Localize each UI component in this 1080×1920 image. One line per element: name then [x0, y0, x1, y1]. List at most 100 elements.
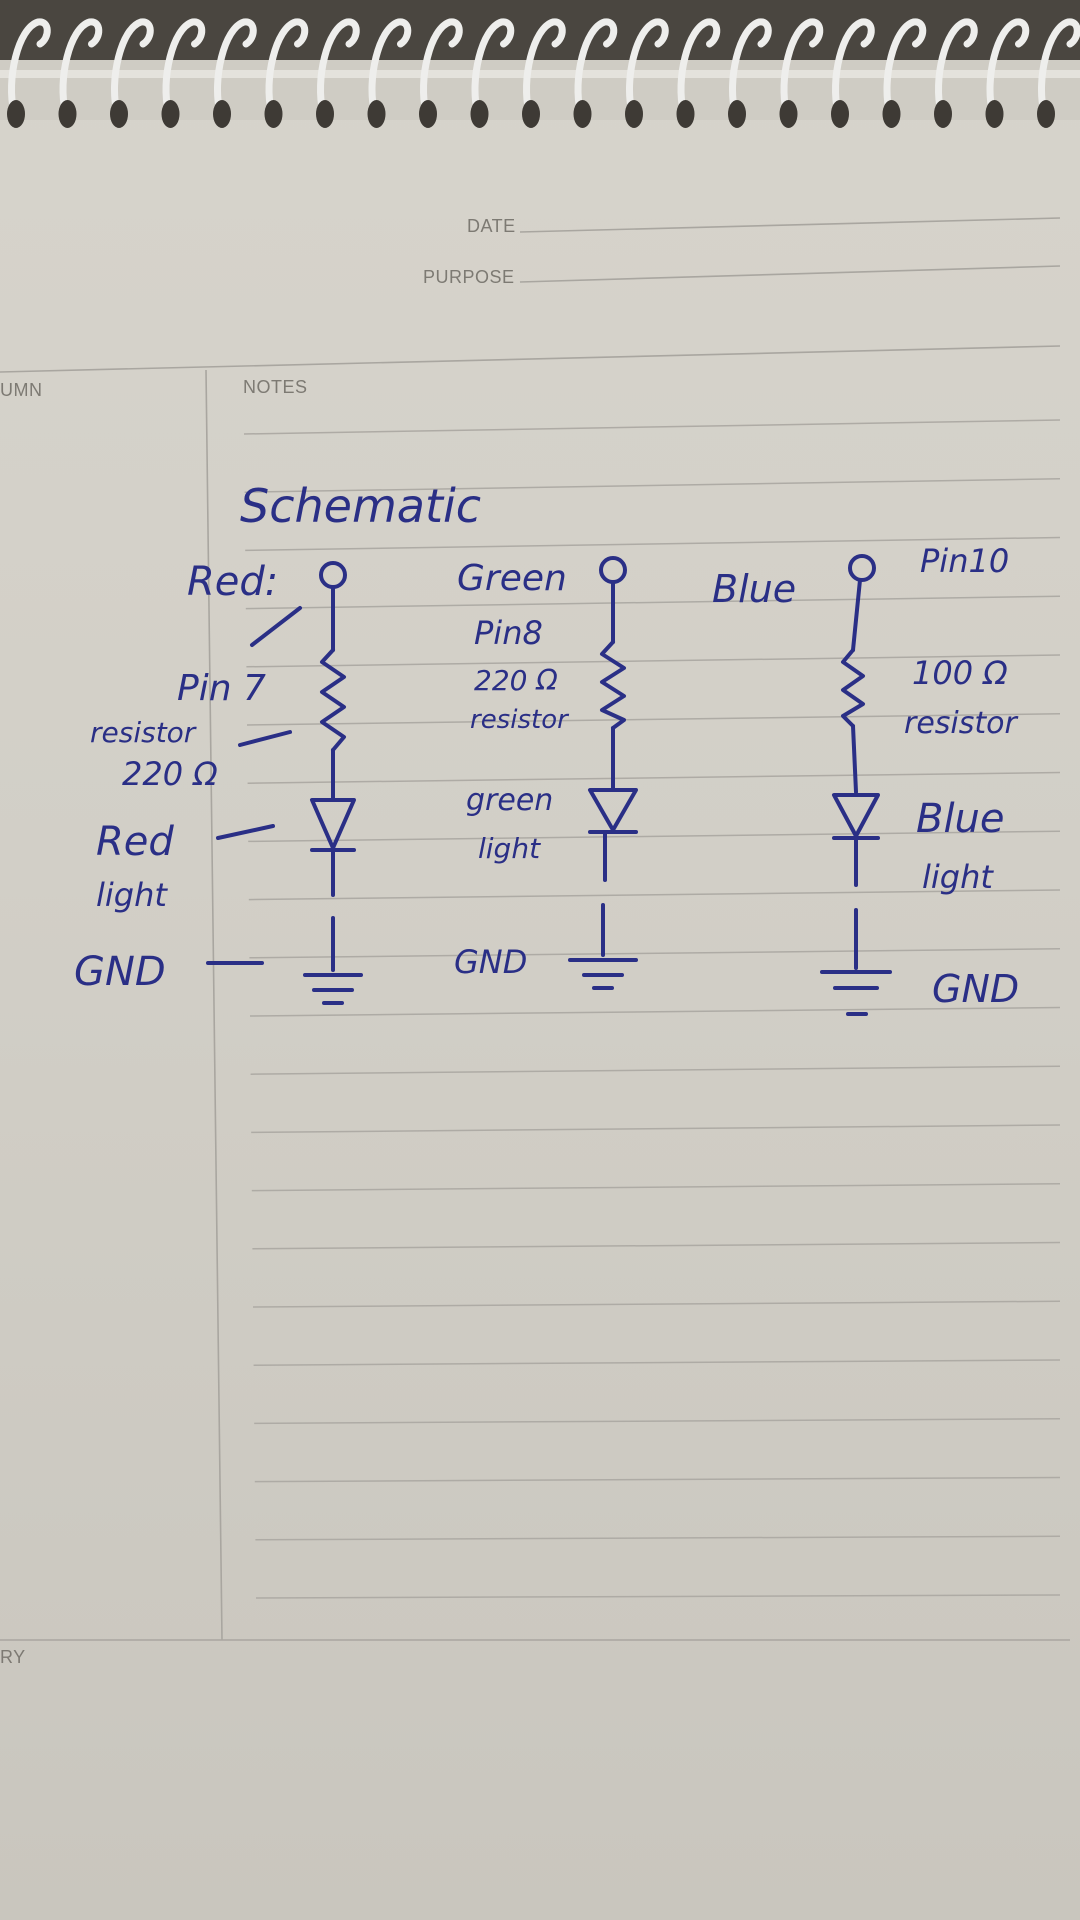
spiral-coil [420, 18, 463, 116]
spiral-coil [883, 18, 927, 116]
spiral-binding-icon [7, 18, 1080, 128]
notes-ruled-line [245, 595, 1061, 610]
blue-resistor-value: 100 Ω [912, 654, 1008, 692]
green-color-label: Green [457, 558, 567, 599]
spiral-coil [265, 18, 309, 116]
blue-led-label-1: Blue [916, 796, 1005, 842]
blue-color-label: Blue [712, 567, 796, 611]
blue-pin-label: Pin10 [920, 542, 1009, 580]
notes-ruled-line [244, 478, 1061, 493]
notes-ruled-line [248, 830, 1061, 843]
spiral-coil [8, 18, 51, 116]
blue-led-label-2: light [922, 858, 994, 896]
notes-ruled-line [249, 948, 1061, 959]
open-terminal-circle-icon [848, 554, 876, 582]
spiral-coil [574, 18, 618, 116]
notes-label: NOTES [243, 377, 308, 397]
pointer-resistor [238, 730, 292, 747]
notes-ruled-line [255, 1535, 1061, 1541]
date-rule [519, 217, 1061, 233]
spiral-hole [676, 100, 695, 128]
notes-ruled-line [249, 1006, 1061, 1017]
spiral-coil [214, 18, 257, 116]
green-circuit: Green Pin8 220 Ω resistor green light GN… [454, 556, 638, 990]
notes-ruled-line [251, 1124, 1061, 1134]
notes-ruled-line [247, 771, 1061, 784]
led-diode-icon [588, 788, 638, 832]
spiral-hole [161, 100, 180, 128]
red-resistor-value: 220 Ω [122, 755, 218, 793]
resistor-zigzag-icon [841, 648, 865, 728]
spiral-coil [1038, 18, 1080, 116]
notes-ruled-lines [243, 419, 1061, 1599]
spiral-hole [934, 100, 952, 128]
page-top-highlight [0, 70, 1080, 78]
spiral-hole [779, 100, 798, 128]
spiral-hole [367, 100, 386, 128]
spiral-coil [986, 18, 1030, 116]
open-terminal-circle-icon [599, 556, 627, 584]
led-diode-icon [310, 798, 356, 850]
notes-ruled-line [248, 889, 1061, 901]
spiral-coil [471, 18, 515, 116]
green-pin-label: Pin8 [474, 614, 543, 652]
led-diode-icon [832, 793, 880, 838]
spiral-coil [780, 18, 824, 116]
notes-ruled-line [254, 1418, 1061, 1425]
resistor-zigzag-icon [600, 640, 626, 730]
date-label: DATE [467, 216, 516, 236]
resistor-zigzag-icon [320, 648, 346, 752]
open-terminal-circle-icon [319, 561, 347, 589]
blue-wire-mid [851, 724, 858, 794]
spiral-coil [832, 18, 875, 116]
notes-ruled-line [253, 1359, 1061, 1366]
spiral-hole [419, 100, 437, 128]
column-label: UMN [0, 380, 43, 400]
pointer-pin [250, 606, 302, 647]
spiral-hole [728, 100, 746, 128]
pointer-led [216, 824, 275, 840]
spiral-coil [677, 18, 721, 116]
blue-ground-label: GND [932, 967, 1019, 1011]
spiral-coil [523, 18, 566, 116]
green-led-label-2: light [478, 832, 541, 865]
red-led-label-2: light [96, 876, 168, 914]
spiral-hole [316, 100, 334, 128]
notes-ruled-line [245, 536, 1061, 552]
summary-label: RY [0, 1647, 26, 1667]
notes-ruled-line [255, 1594, 1061, 1599]
spiral-coil [111, 18, 154, 116]
spiral-coil [317, 18, 360, 116]
blue-circuit: Blue Pin10 100 Ω resistor Blue light GND [712, 542, 1019, 1016]
purpose-rule [519, 265, 1061, 283]
red-resistor-label: resistor [90, 716, 197, 749]
notes-column-divider [205, 369, 223, 1641]
notes-ruled-line [246, 713, 1061, 726]
notes-ruled-line [252, 1241, 1061, 1250]
header-divider [0, 345, 1061, 373]
green-led-label-1: green [466, 783, 553, 818]
spiral-hole [831, 100, 849, 128]
diagram-title: Schematic [240, 479, 481, 533]
red-circuit: Red: Pin 7 resistor 220 Ω Red light GND [74, 559, 363, 1005]
spiral-hole [625, 100, 643, 128]
notes-ruled-line [243, 419, 1061, 435]
spiral-coil [935, 18, 978, 116]
spiral-hole [58, 100, 77, 128]
notes-ruled-line [254, 1476, 1061, 1483]
spiral-coil [626, 18, 669, 116]
spiral-hole [882, 100, 901, 128]
purpose-label: PURPOSE [423, 267, 515, 287]
red-ground-label: GND [74, 949, 166, 995]
spiral-hole [1037, 100, 1055, 128]
green-resistor-value: 220 Ω [474, 664, 558, 697]
red-led-label-1: Red [96, 819, 174, 865]
spiral-hole [213, 100, 231, 128]
spiral-hole [985, 100, 1004, 128]
red-pin-label: Pin 7 [177, 668, 266, 709]
blue-resistor-label: resistor [904, 706, 1019, 741]
green-ground-label: GND [454, 943, 527, 981]
spiral-coil [59, 18, 103, 116]
